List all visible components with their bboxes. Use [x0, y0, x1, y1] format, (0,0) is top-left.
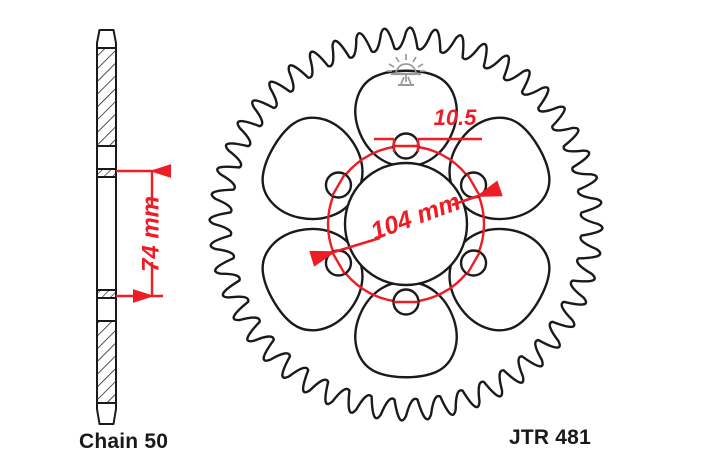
dim-104-leader-left	[309, 236, 381, 267]
dim-74-label: 74 mm	[137, 196, 164, 272]
part-number-label: JTR 481	[509, 426, 591, 449]
center-bore	[343, 161, 469, 287]
side-view-top-band	[96, 145, 117, 170]
chain-label: Chain 50	[79, 430, 169, 453]
side-view-bottom-tip	[96, 402, 117, 425]
side-view-bottom-rim	[96, 320, 117, 404]
bolt-circle-chord	[466, 251, 481, 275]
dimension-74mm: 74 mm	[116, 164, 172, 303]
dim-105-label: 10.5	[434, 105, 478, 130]
side-view-top-tip	[96, 29, 117, 49]
sprocket-face-view	[208, 26, 604, 422]
side-view-bottom-datum-band	[96, 289, 117, 299]
side-view-bottom-band	[96, 297, 117, 322]
side-view-hub-web	[96, 176, 117, 291]
spoke-cutout	[354, 280, 458, 379]
side-view-top-rim	[96, 47, 117, 147]
dim-104-leader-right	[451, 180, 503, 207]
cross-section-side-view	[96, 29, 117, 425]
side-view-top-datum-band	[96, 168, 117, 178]
bolt-circle-chord	[331, 173, 346, 197]
spoke-cutout	[354, 69, 458, 168]
sunrise-icon	[387, 54, 425, 86]
dimension-10-5: 10.5	[374, 105, 482, 152]
